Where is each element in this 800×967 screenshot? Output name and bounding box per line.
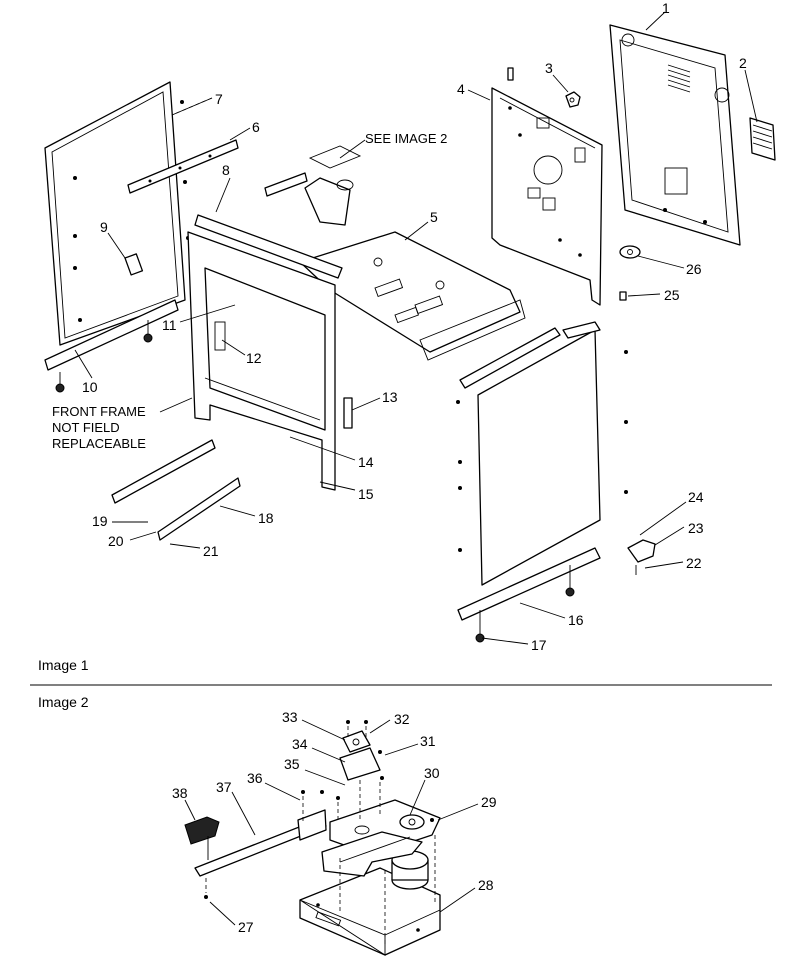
callout-9: 9	[100, 219, 108, 235]
callout-32: 32	[394, 711, 410, 727]
image-2-callouts: 27 28 29 30 31 32 33 34 35 36 37 38	[172, 709, 497, 935]
callout-14: 14	[358, 454, 374, 470]
callout-34: 34	[292, 736, 308, 752]
right-side-panel	[456, 321, 628, 586]
callout-16: 16	[568, 612, 584, 628]
main-plate-assembly	[321, 799, 441, 877]
part-6-strip	[127, 139, 239, 194]
callout-6: 6	[252, 119, 260, 135]
part-2-vent-grille	[749, 117, 776, 161]
part-26-grommet	[619, 245, 641, 259]
image-2-detail-view: Image 2	[38, 694, 497, 956]
image-1-label: Image 1	[38, 657, 89, 673]
assembly-lines	[205, 726, 436, 945]
callout-35: 35	[284, 756, 300, 772]
callout-38: 38	[172, 785, 188, 801]
callout-33: 33	[282, 709, 298, 725]
part-25-pin	[619, 291, 627, 301]
part-1-rear-panel	[609, 24, 741, 246]
part-34-plate	[339, 747, 381, 781]
image-2-leader-lines	[184, 719, 479, 926]
part-7-left-side-panel	[44, 81, 190, 346]
callout-18: 18	[258, 510, 274, 526]
part-4-back-bracket	[491, 67, 603, 306]
callout-12: 12	[246, 350, 262, 366]
callout-13: 13	[382, 389, 398, 405]
callout-24: 24	[688, 489, 704, 505]
callout-20: 20	[108, 533, 124, 549]
image-1-leader-lines	[74, 11, 758, 645]
callout-28: 28	[478, 877, 494, 893]
part-10-bottom-rail	[44, 299, 179, 393]
part-9-cylinder	[124, 253, 144, 276]
callout-37: 37	[216, 779, 232, 795]
part-16-bottom-rail	[457, 547, 601, 643]
part-33-block	[342, 730, 371, 753]
part-23-bracket	[627, 539, 656, 575]
callout-1: 1	[662, 0, 670, 16]
callout-25: 25	[664, 287, 680, 303]
screws	[204, 720, 434, 899]
front-frame-note-line-2: NOT FIELD	[52, 420, 120, 435]
callout-23: 23	[688, 520, 704, 536]
callout-31: 31	[420, 733, 436, 749]
callout-30: 30	[424, 765, 440, 781]
callout-7: 7	[215, 91, 223, 107]
part-37-rod	[194, 809, 327, 877]
callout-2: 2	[739, 55, 747, 71]
callout-26: 26	[686, 261, 702, 277]
callout-5: 5	[430, 209, 438, 225]
part-38-knob	[184, 816, 220, 860]
image-1-exploded-view: 1 2 3 4 5 6 7 8 9 10 11 12 13 14 15 16 1…	[38, 0, 776, 673]
callout-8: 8	[222, 162, 230, 178]
front-frame-note: FRONT FRAME NOT FIELD REPLACEABLE	[52, 397, 193, 451]
front-frame	[187, 214, 353, 491]
front-frame-note-line-3: REPLACEABLE	[52, 436, 146, 451]
burner-assembly-top	[264, 145, 362, 226]
image-2-label: Image 2	[38, 694, 89, 710]
callout-29: 29	[481, 794, 497, 810]
callout-3: 3	[545, 60, 553, 76]
callout-17: 17	[531, 637, 547, 653]
front-frame-note-line-1: FRONT FRAME	[52, 404, 146, 419]
callout-10: 10	[82, 379, 98, 395]
callout-27: 27	[238, 919, 254, 935]
callout-15: 15	[358, 486, 374, 502]
image-1-callouts: 1 2 3 4 5 6 7 8 9 10 11 12 13 14 15 16 1…	[82, 0, 747, 653]
part-3-clip	[565, 91, 581, 108]
callout-4: 4	[457, 81, 465, 97]
callout-19: 19	[92, 513, 108, 529]
callout-11: 11	[162, 317, 177, 333]
see-image-2-note: SEE IMAGE 2	[365, 131, 447, 146]
callout-22: 22	[686, 555, 702, 571]
callout-36: 36	[247, 770, 263, 786]
callout-21: 21	[203, 543, 219, 559]
part-18-rail	[111, 439, 241, 541]
part-28-base-bracket	[299, 867, 441, 956]
